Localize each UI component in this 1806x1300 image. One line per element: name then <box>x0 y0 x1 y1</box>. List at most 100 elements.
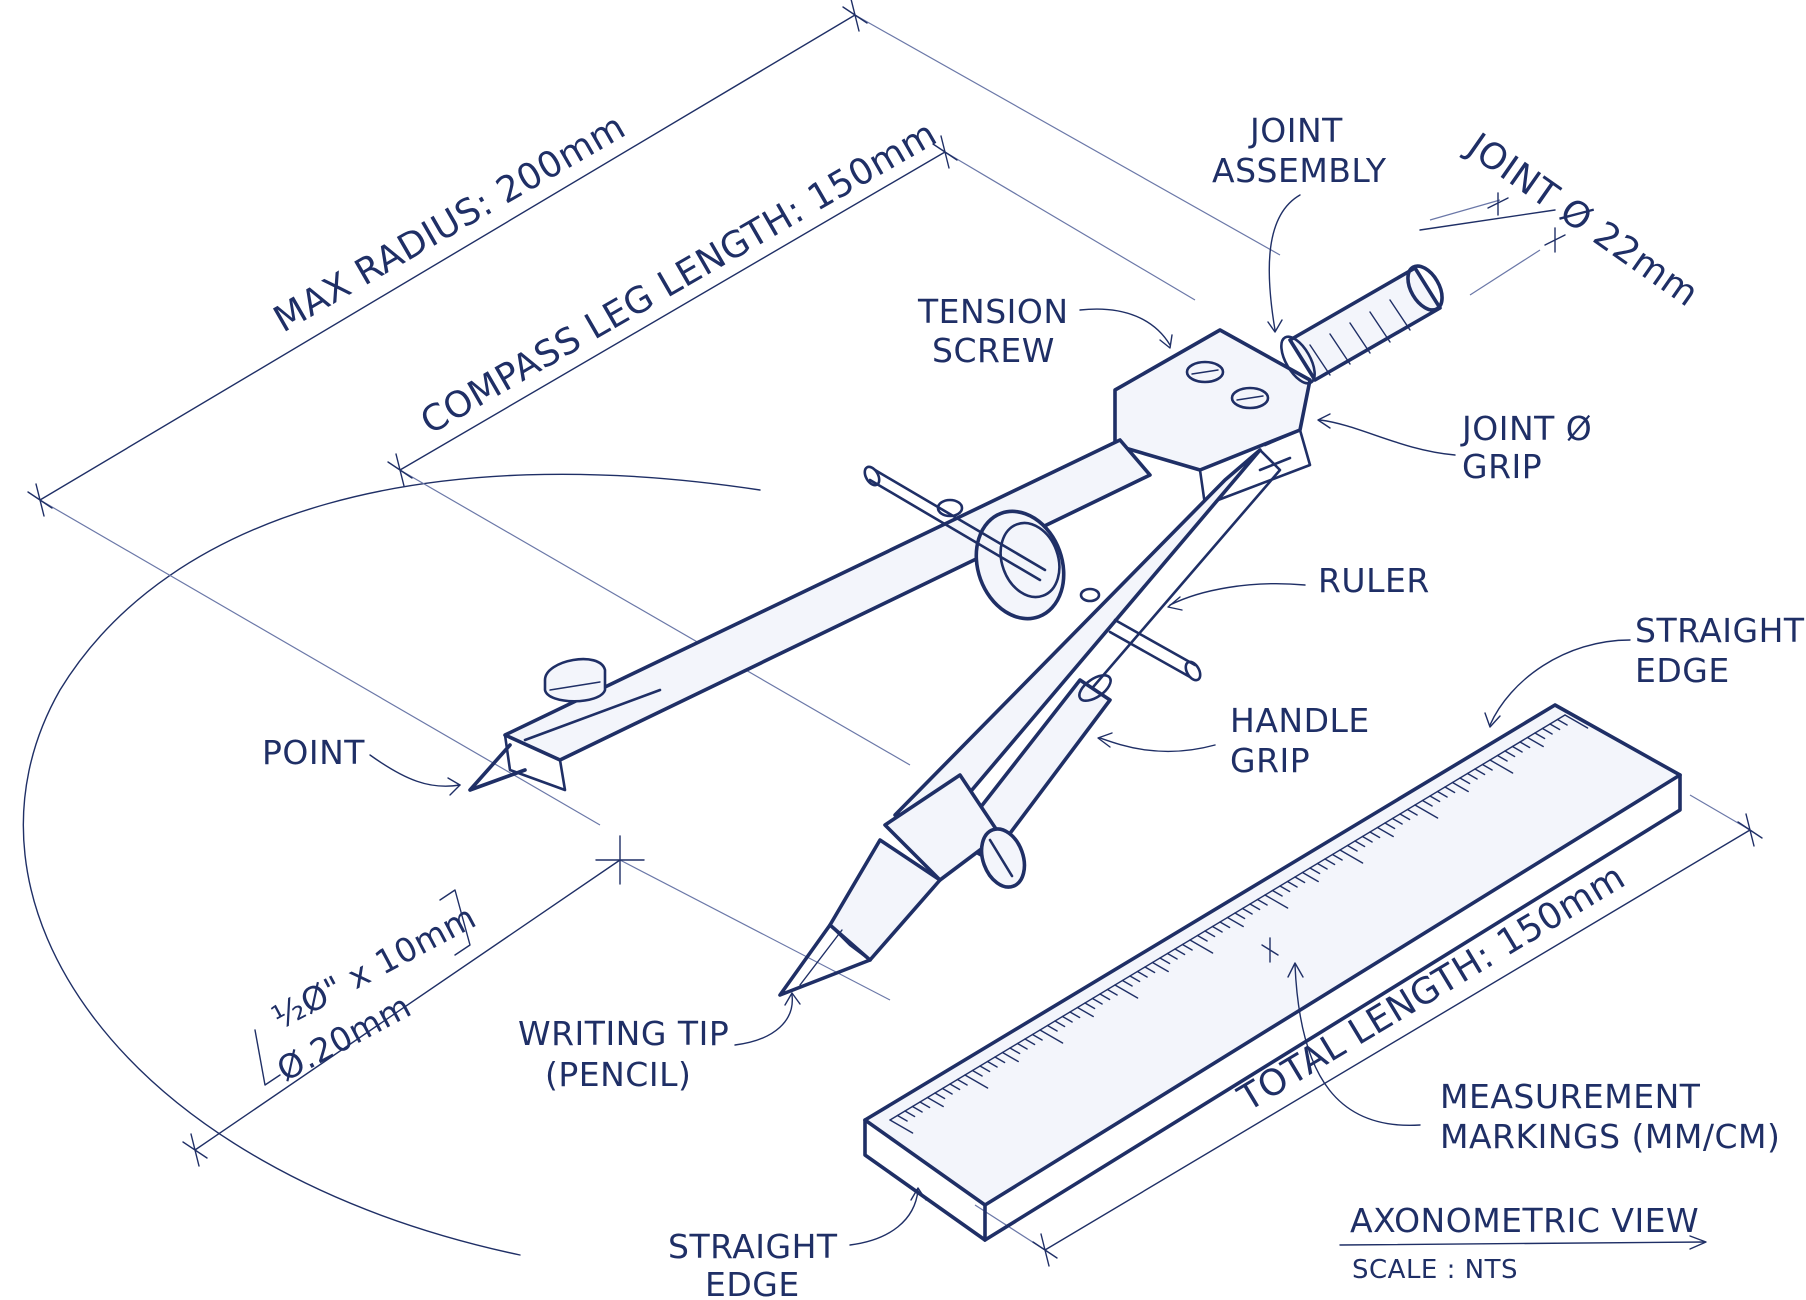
compass-joint-head <box>1113 328 1312 507</box>
ruler-tick <box>1054 1020 1066 1028</box>
joint-dia-dimension <box>1419 192 1566 296</box>
lead-dimension <box>182 835 891 1167</box>
ruler-tick <box>971 1069 983 1077</box>
ruler-tick <box>1489 759 1514 774</box>
ruler-markings <box>889 714 1589 1134</box>
ruler-tick <box>1369 831 1381 839</box>
ruler-tick <box>1256 898 1268 906</box>
ruler-tick <box>919 1101 931 1109</box>
ruler-tick <box>1121 979 1133 987</box>
ruler-tick <box>1009 1047 1021 1055</box>
ruler-tick <box>911 1105 923 1113</box>
ruler-tick <box>1444 786 1456 794</box>
ruler-tick <box>1564 714 1589 729</box>
ruler-tick <box>1549 723 1561 731</box>
ruler-tick <box>1136 970 1148 978</box>
ruler-tick <box>1031 1033 1043 1041</box>
ruler-tick <box>1024 1038 1036 1046</box>
ruler-tick <box>1279 885 1291 893</box>
ruler-tick <box>1129 975 1141 983</box>
ruler-tick <box>1511 745 1523 753</box>
measurement-label-line1: MEASUREMENT <box>1440 1077 1701 1116</box>
ruler-tick <box>1421 799 1433 807</box>
ruler-tick <box>1249 903 1261 911</box>
ruler-tick <box>1316 862 1328 870</box>
joint-grip-label-line2: GRIP <box>1462 447 1542 486</box>
ruler-tick <box>1264 894 1289 909</box>
writing-tip-label-line1: WRITING TIP <box>518 1014 729 1053</box>
ruler-tick <box>1144 966 1156 974</box>
ruler-tick <box>1376 826 1394 838</box>
ruler-tick <box>1429 795 1441 803</box>
ruler-tick <box>1001 1051 1019 1063</box>
point-label: POINT <box>262 733 365 772</box>
ruler-tick <box>1414 804 1439 819</box>
ruler-tick <box>994 1056 1006 1064</box>
ruler-tick <box>1061 1015 1073 1023</box>
ruler-tick <box>1339 849 1364 864</box>
leader-lines <box>369 194 1631 1246</box>
ruler-tick <box>964 1074 989 1089</box>
scale-label: SCALE : NTS <box>1352 1255 1518 1285</box>
ruler-tick <box>1196 934 1208 942</box>
ruler-tick <box>1451 781 1469 793</box>
view-title: AXONOMETRIC VIEW <box>1350 1201 1699 1240</box>
ruler-tick <box>889 1119 914 1134</box>
ruler-tick <box>1294 876 1306 884</box>
ruler-tick <box>1226 916 1244 928</box>
tension-wheel <box>863 465 1202 682</box>
ruler-tick <box>1181 943 1193 951</box>
ruler-tick <box>1166 952 1178 960</box>
ruler-tick <box>896 1114 908 1122</box>
ruler-tick <box>1384 822 1396 830</box>
ruler-tick <box>1526 736 1544 748</box>
joint-dia-label: JOINT Ø 22mm <box>1458 125 1706 316</box>
ruler-tick <box>1099 993 1111 1001</box>
measurement-label-line2: MARKINGS (MM/CM) <box>1440 1117 1780 1156</box>
ruler-tick <box>956 1078 968 1086</box>
leg-length-dimension <box>387 135 1196 766</box>
ruler-tick <box>904 1110 916 1118</box>
ruler-tick <box>1211 925 1223 933</box>
ruler-tick <box>1189 939 1214 954</box>
tension-screw-label-line1: TENSION <box>917 292 1069 331</box>
ruler <box>863 703 1682 1242</box>
straight-edge-top-label-line2: EDGE <box>1635 651 1730 690</box>
ruler-tick <box>1106 988 1118 996</box>
ruler-tick <box>934 1092 946 1100</box>
ruler-tick <box>1391 817 1403 825</box>
ruler-tick <box>1496 754 1508 762</box>
ruler-tick <box>1091 997 1103 1005</box>
ruler-tick <box>1069 1011 1081 1019</box>
ruler-tick <box>1241 907 1253 915</box>
straight-edge-bottom-label-line2: EDGE <box>705 1265 800 1300</box>
ruler-tick <box>1436 790 1448 798</box>
writing-tip-label-line2: (PENCIL) <box>545 1055 691 1094</box>
ruler-tick <box>1204 930 1216 938</box>
ruler-tick <box>1534 732 1546 740</box>
ruler-tick <box>1271 889 1283 897</box>
ruler-tick <box>1174 948 1186 956</box>
leg-length-label: COMPASS LEG LENGTH: 150mm <box>414 113 944 443</box>
ruler-tick <box>1406 808 1418 816</box>
ruler-tick <box>1459 777 1471 785</box>
ruler-tick <box>949 1083 961 1091</box>
ruler-tick <box>941 1087 953 1095</box>
handle-grip-label-line1: HANDLE <box>1230 701 1370 740</box>
ruler-tick <box>926 1096 944 1108</box>
max-radius-label: MAX RADIUS: 200mm <box>267 106 633 341</box>
ruler-tick <box>1541 727 1553 735</box>
ruler-tick <box>1301 871 1319 883</box>
straight-edge-top-label-line1: STRAIGHT <box>1635 611 1805 650</box>
ruler-tick <box>1466 772 1478 780</box>
ruler-tick <box>1519 741 1531 749</box>
ruler-tick <box>979 1065 991 1073</box>
pencil-holder <box>778 773 1027 997</box>
ruler-tick <box>1556 718 1568 726</box>
ruler-tick <box>1219 921 1231 929</box>
joint-grip-label-line1: JOINT Ø <box>1460 409 1592 448</box>
joint-assembly-label-line1: JOINT <box>1248 111 1343 150</box>
ruler-tick <box>1016 1042 1028 1050</box>
joint-assembly-label-line2: ASSEMBLY <box>1212 151 1387 190</box>
